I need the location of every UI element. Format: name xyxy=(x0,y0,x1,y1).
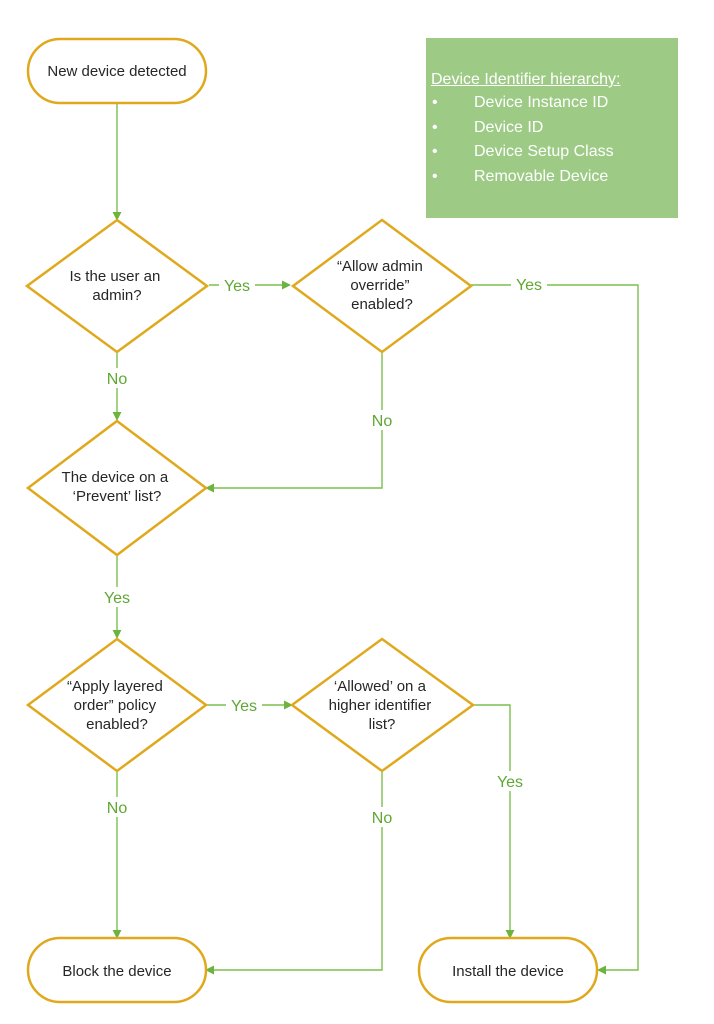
legend-item-label: Device ID xyxy=(474,118,544,136)
legend-item: • Device ID xyxy=(431,116,678,141)
node-prevent-decision: The device on a ‘Prevent’ list? xyxy=(25,419,209,557)
decision-shape xyxy=(25,637,209,773)
edge-label-admin-yes: Yes xyxy=(224,278,250,295)
legend-title: Device Identifier hierarchy: xyxy=(431,71,621,88)
legend-item-label: Device Setup Class xyxy=(474,143,614,160)
node-block-label: Block the device xyxy=(62,963,171,980)
edge-override-yes-to-install xyxy=(471,284,639,975)
node-override-decision: “Allow admin override” enabled? xyxy=(290,218,474,354)
node-start: New device detected xyxy=(26,37,208,105)
legend-list: • Device Instance ID • Device ID • Device S… xyxy=(431,91,678,189)
node-admin-decision: Is the user an admin? xyxy=(24,218,210,354)
bullet-icon: • xyxy=(432,118,438,136)
edge-labels: Yes Yes No No Yes Yes Yes No No xyxy=(97,274,547,827)
decision-shape xyxy=(25,419,209,557)
edge-label-admin-no: No xyxy=(107,371,128,388)
bullet-icon: • xyxy=(432,94,438,111)
edge-label-override-no: No xyxy=(372,413,393,430)
node-prevent-label: The device on a ‘Prevent’ list? xyxy=(62,469,173,505)
node-admin-label: Is the user an admin? xyxy=(69,268,164,304)
edge-allowed-no-to-block xyxy=(205,772,383,975)
edge-label-allowed-no: No xyxy=(372,810,393,827)
edge-label-layered-no: No xyxy=(107,800,128,817)
legend-item: • Device Setup Class xyxy=(431,140,678,165)
decision-shape xyxy=(24,218,210,354)
edge-label-allowed-yes: Yes xyxy=(497,774,523,791)
terminator-shape xyxy=(417,936,599,1004)
edge-override-no-to-prevent xyxy=(205,353,383,493)
edge-label-prevent-yes: Yes xyxy=(104,590,130,607)
terminator-shape xyxy=(26,936,208,1004)
node-layered-label: “Apply layered order” policy enabled? xyxy=(67,678,167,733)
terminator-shape xyxy=(26,37,208,105)
node-allowed-label: ‘Allowed’ on a higher identifier list? xyxy=(329,678,436,733)
edge-allowed-yes-to-install xyxy=(473,704,515,939)
decision-shape xyxy=(289,637,476,773)
node-install-label: Install the device xyxy=(452,963,564,980)
node-override-label: “Allow admin override” enabled? xyxy=(337,258,427,313)
edge-label-layered-yes: Yes xyxy=(231,698,257,715)
bullet-icon: • xyxy=(432,167,438,185)
edge-label-override-yes: Yes xyxy=(516,277,542,294)
node-allowed-decision: ‘Allowed’ on a higher identifier list? xyxy=(289,637,476,773)
legend-item-label: Device Instance ID xyxy=(474,94,609,111)
bullet-icon: • xyxy=(432,143,438,160)
identifier-hierarchy-legend: Device Identifier hierarchy: • Device Ins… xyxy=(426,38,678,218)
node-layered-decision: “Apply layered order” policy enabled? xyxy=(25,637,209,773)
node-block: Block the device xyxy=(26,936,208,1004)
decision-shape xyxy=(290,218,474,354)
node-install: Install the device xyxy=(417,936,599,1004)
legend-item: • Device Instance ID xyxy=(431,91,678,116)
legend-item-label: Removable Device xyxy=(474,167,609,185)
legend-item: • Removable Device xyxy=(431,165,678,190)
node-start-label: New device detected xyxy=(47,63,186,80)
